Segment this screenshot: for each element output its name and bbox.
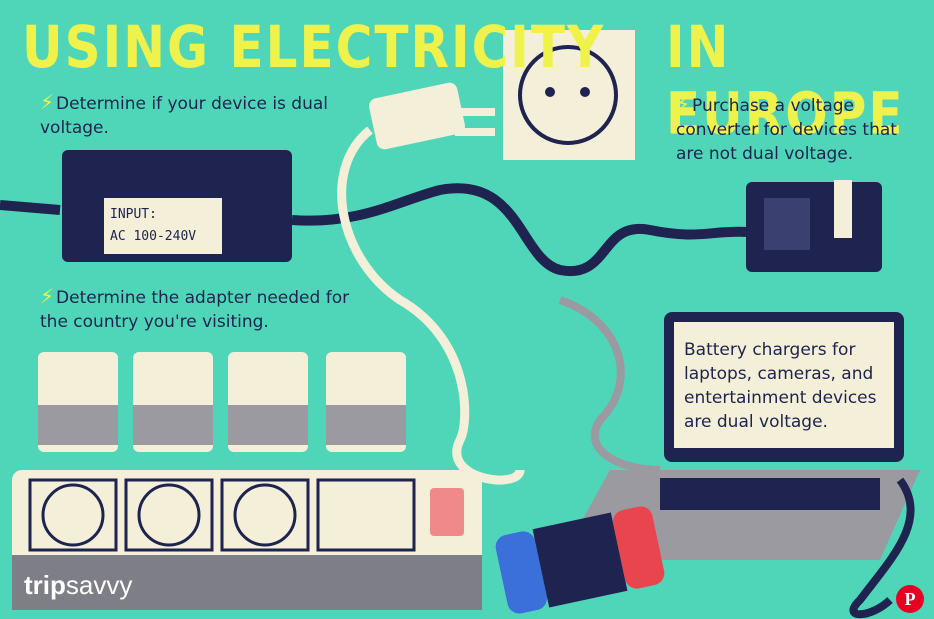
lightning-bolt-icon: ⚡ <box>676 92 691 116</box>
title-right: IN EUROPE <box>666 14 905 148</box>
laptop-screen-text: Battery chargers for laptops, cameras, a… <box>684 340 877 432</box>
strip-switch <box>430 488 464 536</box>
strip-sockets <box>28 478 416 552</box>
plug-prong <box>455 128 495 136</box>
console-cable <box>849 477 915 619</box>
tip-text: Purchase a voltage converter for devices… <box>676 96 897 164</box>
adapter-cable-left <box>0 200 61 215</box>
plug-prong <box>455 108 495 116</box>
handheld-console <box>495 506 665 614</box>
lightning-bolt-icon: ⚡ <box>40 284 55 308</box>
converter-prong <box>834 180 852 238</box>
label-line-voltage: AC 100-240V <box>110 229 197 244</box>
lightning-bolt-icon: ⚡ <box>40 90 55 114</box>
laptop-cable <box>558 296 661 474</box>
label-line-input: INPUT: <box>110 207 157 222</box>
brand-part-trip: trip <box>24 570 66 600</box>
tip-dual-voltage: ⚡Determine if your device is dual voltag… <box>40 90 340 140</box>
tip-adapter: ⚡Determine the adapter needed for the co… <box>40 284 360 334</box>
power-strip-base <box>12 555 482 610</box>
tip-text: Determine the adapter needed for the cou… <box>40 288 350 332</box>
brand-part-savvy: savvy <box>65 570 133 600</box>
power-brick-label <box>104 198 222 254</box>
travel-adapters <box>38 352 406 452</box>
socket-hole <box>580 87 590 97</box>
tip-converter: ⚡Purchase a voltage converter for device… <box>676 92 916 166</box>
pinterest-button[interactable]: P <box>896 585 924 613</box>
socket-face <box>518 45 618 145</box>
power-brick-label-text: INPUT: AC 100-240V <box>110 204 222 248</box>
us-plug <box>369 82 465 150</box>
laptop-display <box>674 322 894 448</box>
brand-logo: tripsavvy <box>24 570 132 601</box>
socket-hole <box>545 87 555 97</box>
converter-panel <box>764 198 810 250</box>
brick-cable <box>291 183 749 277</box>
title-left: USING ELECTRICITY <box>22 14 606 81</box>
laptop-keyboard <box>660 478 880 510</box>
tip-text: Determine if your device is dual voltage… <box>40 94 329 138</box>
